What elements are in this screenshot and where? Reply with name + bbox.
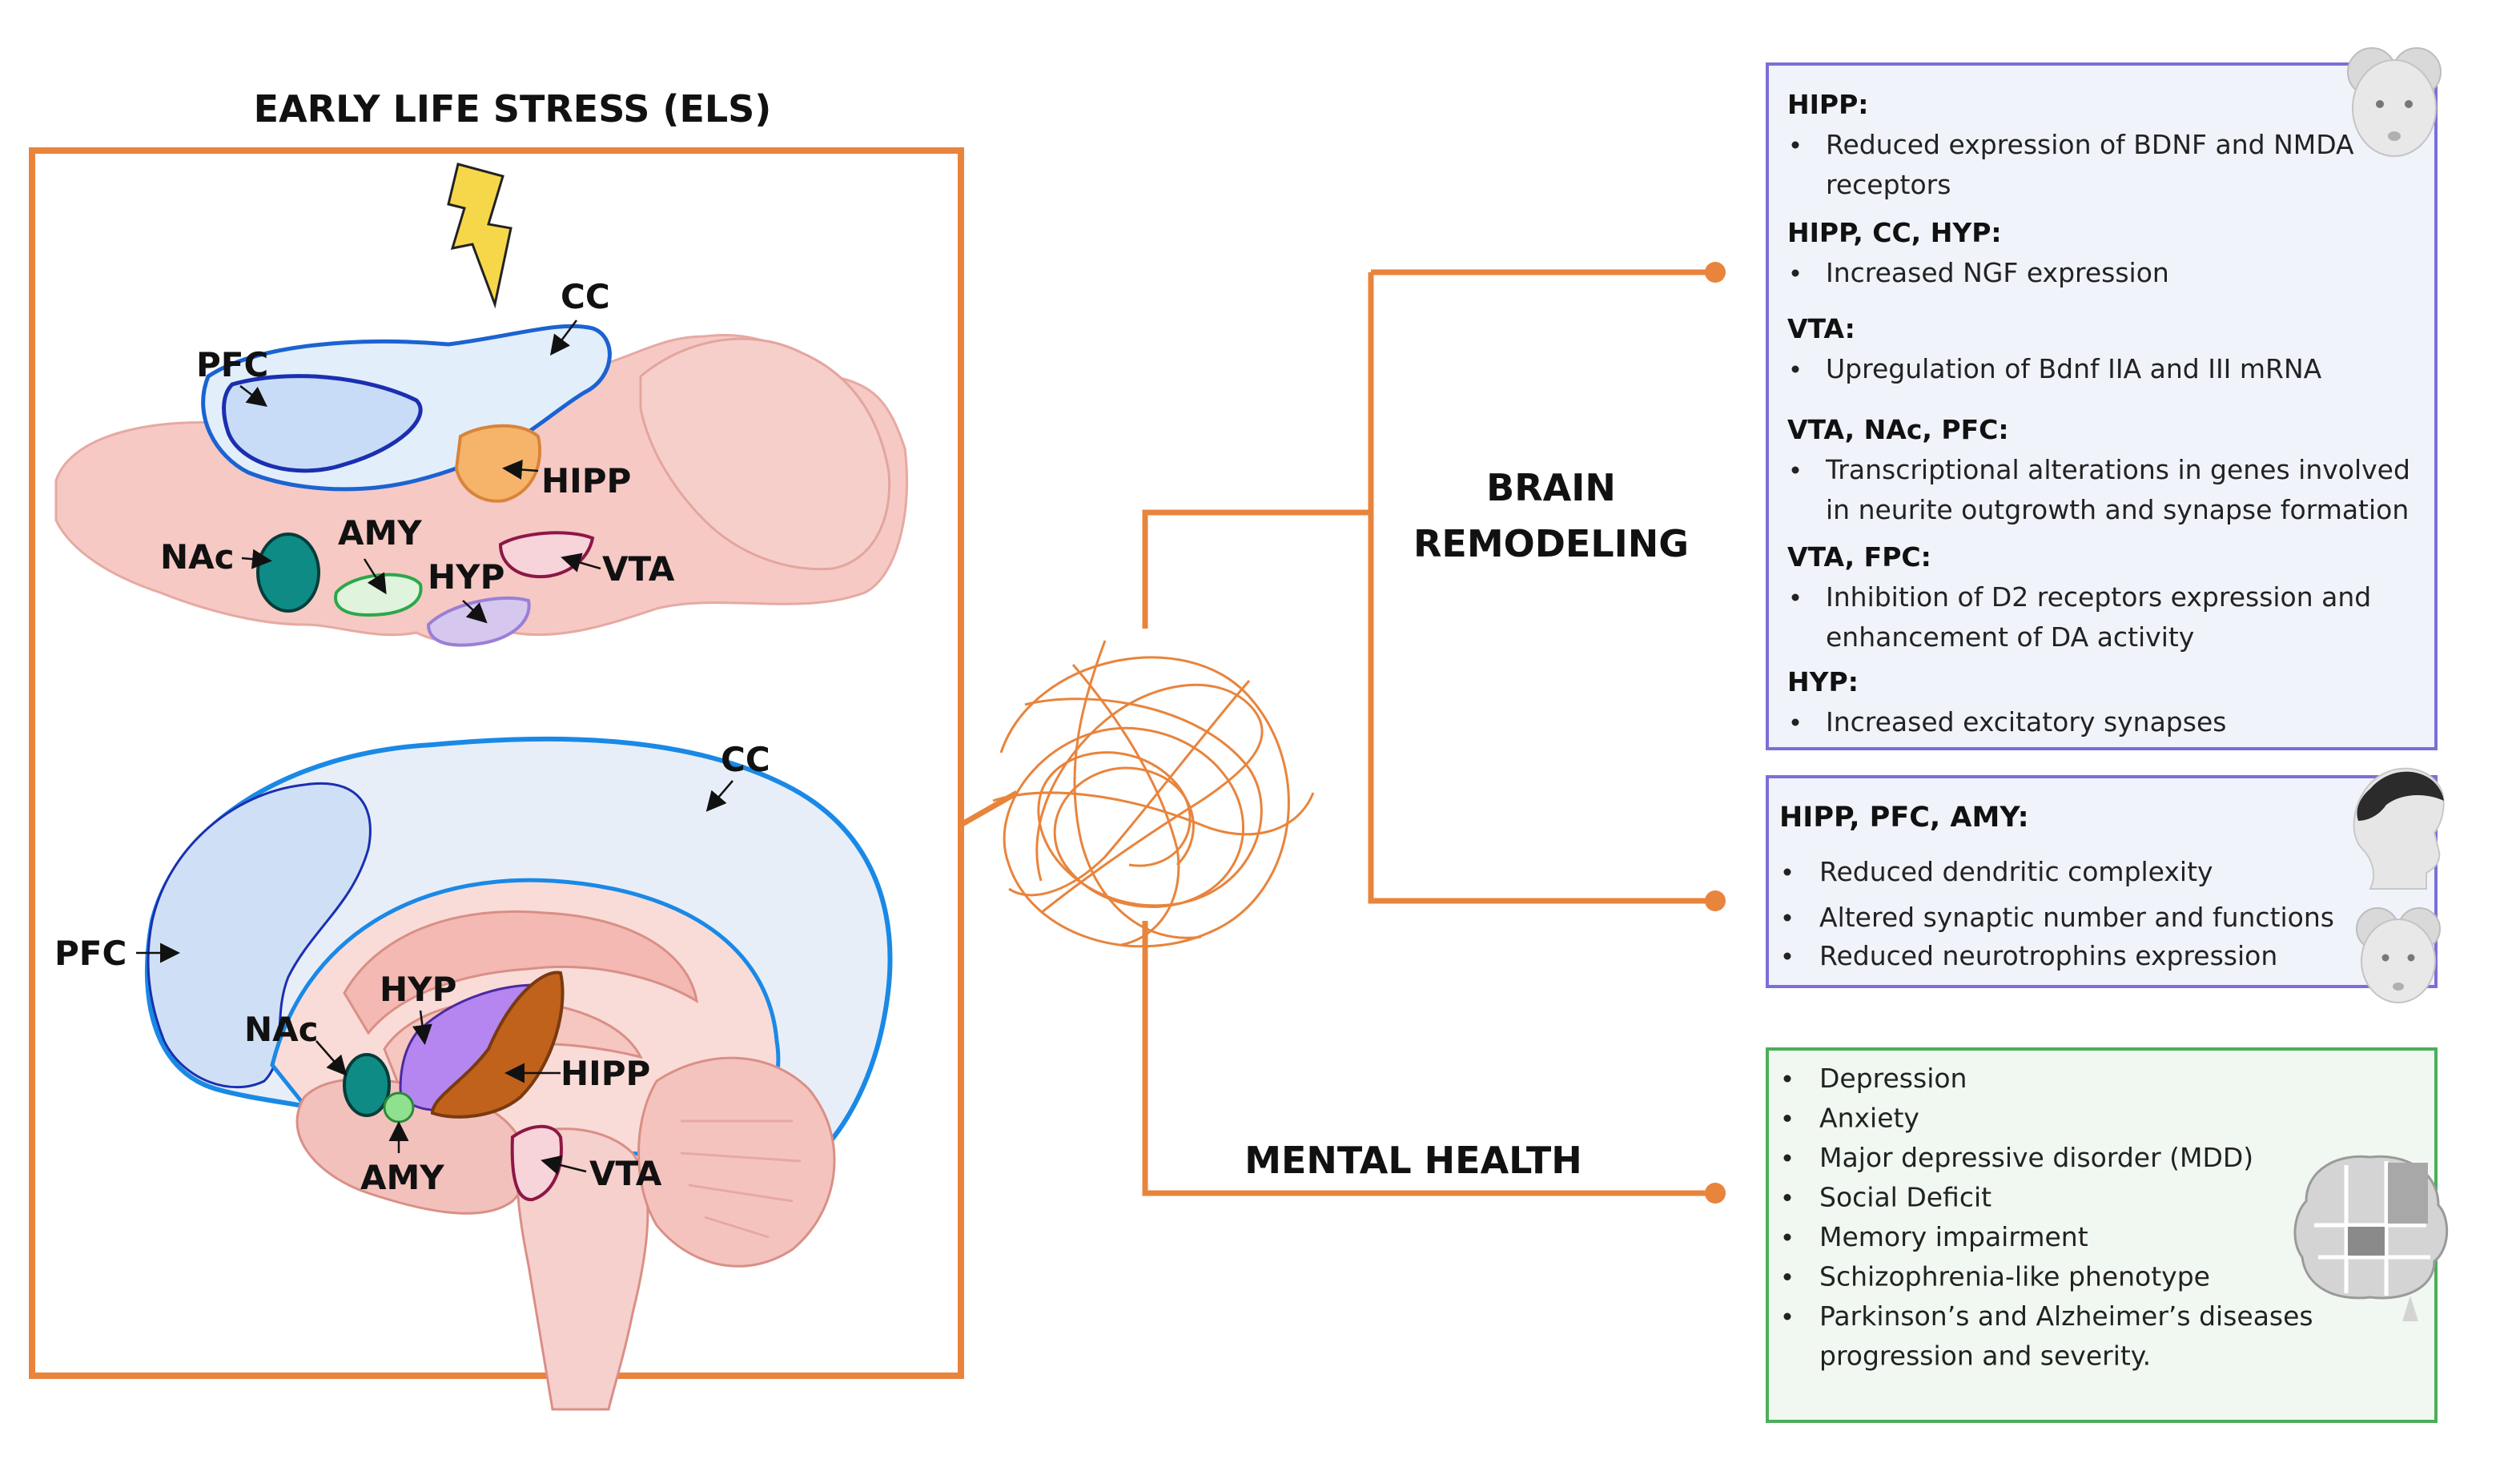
box1-section-line: Increased excitatory synapses — [1826, 706, 2226, 738]
box1-section-line: receptors — [1826, 169, 1951, 200]
rodent-brain — [54, 324, 908, 647]
bullet — [1783, 1233, 1791, 1241]
human-label-hipp: HIPP — [561, 1054, 650, 1093]
human-label-amy: AMY — [360, 1158, 444, 1197]
box1-section-heading: VTA, FPC: — [1787, 541, 1931, 573]
box1-section-heading: VTA: — [1787, 313, 1855, 344]
box1-section-heading: HIPP, CC, HYP: — [1787, 217, 2002, 248]
box1-section-line: Transcriptional alterations in genes inv… — [1825, 454, 2410, 485]
bullet — [1791, 269, 1799, 277]
box3-item: Depression — [1819, 1063, 1967, 1094]
rodent-label-pfc: PFC — [196, 345, 268, 384]
human-head-icon — [2353, 767, 2445, 890]
connector-lines — [959, 269, 1714, 1196]
els-frame — [29, 147, 964, 1379]
human-brain — [145, 736, 893, 1411]
box1-section-line: in neurite outgrowth and synapse formati… — [1826, 494, 2409, 525]
rodent-label-hyp: HYP — [428, 557, 504, 597]
tangle-icon — [992, 640, 1315, 948]
bullet — [1791, 466, 1799, 474]
bullet — [1783, 1154, 1791, 1162]
connector-dot-3 — [1705, 1183, 1726, 1204]
box1-section-line: Inhibition of D2 receptors expression an… — [1826, 581, 2371, 613]
box1-section-line: Upregulation of Bdnf IIA and III mRNA — [1826, 353, 2322, 384]
box1-content: HIPP: Reduced expression of BDNF and NMDA… — [1787, 89, 2410, 738]
box2-item: Reduced dendritic complexity — [1819, 856, 2213, 887]
box3-item: Social Deficit — [1819, 1182, 1991, 1213]
bullet — [1783, 914, 1791, 922]
box3-item: Parkinson’s and Alzheimer’s diseases — [1819, 1300, 2313, 1332]
box2-item: Altered synaptic number and functions — [1819, 902, 2334, 933]
human-label-cc: CC — [721, 740, 770, 779]
box-brain-remodeling-rodent — [1766, 62, 2438, 750]
mouse-icon-2 — [2356, 907, 2441, 1003]
box1-section-line: Increased NGF expression — [1826, 257, 2169, 288]
box3-item: Major depressive disorder (MDD) — [1819, 1142, 2253, 1173]
bullet — [1783, 1115, 1791, 1122]
box3-item: Schizophrenia-like phenotype — [1819, 1261, 2210, 1292]
box2-item: Reduced neurotrophins expression — [1819, 940, 2277, 971]
rodent-label-cc: CC — [561, 277, 610, 316]
bullet — [1783, 868, 1791, 876]
box-brain-remodeling-human — [1766, 775, 2438, 988]
box3-item: Memory impairment — [1819, 1221, 2088, 1252]
bullet — [1783, 952, 1791, 960]
bullet — [1791, 593, 1799, 601]
human-label-nac: NAc — [244, 1010, 319, 1049]
diagram-title: EARLY LIFE STRESS (ELS) — [254, 87, 772, 131]
bullet — [1783, 1273, 1791, 1280]
bullet — [1783, 1075, 1791, 1083]
bullet — [1791, 141, 1799, 149]
box3-item: Anxiety — [1819, 1103, 1919, 1134]
branch-label-mental-health: MENTAL HEALTH — [1244, 1139, 1582, 1182]
box1-section-heading: HYP: — [1787, 666, 1859, 697]
rodent-label-vta: VTA — [602, 549, 675, 589]
human-label-pfc: PFC — [54, 934, 127, 973]
mouse-icon — [2347, 47, 2442, 157]
connector-dot-2 — [1705, 890, 1726, 911]
rodent-label-amy: AMY — [338, 513, 422, 553]
branch-label-brain: BRAIN — [1486, 466, 1616, 509]
box3-item: progression and severity. — [1819, 1340, 2151, 1372]
human-labels: CC PFC HYP NAc HIPP AMY VTA — [54, 740, 770, 1197]
rodent-labels: PFC CC HIPP NAc AMY HYP VTA — [160, 277, 675, 624]
human-label-vta: VTA — [589, 1154, 662, 1193]
rodent-label-nac: NAc — [160, 537, 235, 577]
branch-label-remodeling: REMODELING — [1413, 522, 1689, 565]
rodent-label-hipp: HIPP — [541, 461, 631, 500]
bullet — [1783, 1312, 1791, 1320]
box1-section-line: Reduced expression of BDNF and NMDA — [1826, 129, 2354, 160]
bullet — [1791, 718, 1799, 726]
bullet — [1791, 365, 1799, 373]
box1-section-line: enhancement of DA activity — [1826, 621, 2194, 653]
box2-heading: HIPP, PFC, AMY: — [1779, 802, 2029, 834]
connector-dot-1 — [1705, 262, 1726, 283]
lightning-icon — [447, 163, 512, 309]
box1-section-heading: VTA, NAc, PFC: — [1787, 414, 2009, 445]
bullet — [1783, 1194, 1791, 1201]
box1-section-heading: HIPP: — [1787, 89, 1868, 120]
human-label-hyp: HYP — [380, 970, 456, 1009]
puzzle-brain-icon — [2293, 1155, 2449, 1321]
